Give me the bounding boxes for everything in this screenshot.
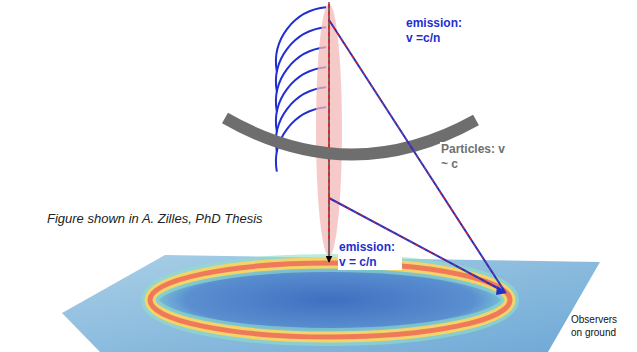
credit-note: Figure shown in A. Zilles, PhD Thesis [46, 211, 298, 227]
ring-inner [150, 263, 510, 337]
ground-plane [62, 255, 600, 352]
shower-axis-arrow [329, 2, 330, 262]
particle-front [225, 118, 476, 155]
ring-yellow [150, 263, 510, 337]
ring-halo [150, 263, 510, 337]
ray-lower [329, 198, 505, 292]
particles-label: Particles: v ~ c [440, 142, 510, 172]
ray-lower-dashes [329, 198, 505, 292]
emission-label: emission: v = c/n [338, 240, 402, 270]
observer-mark [496, 286, 507, 295]
ring-red [150, 263, 510, 337]
emission-label: emission: v =c/n [405, 16, 469, 46]
observer-label: Observers on ground [570, 314, 628, 339]
axis-dashes [328, 4, 330, 240]
